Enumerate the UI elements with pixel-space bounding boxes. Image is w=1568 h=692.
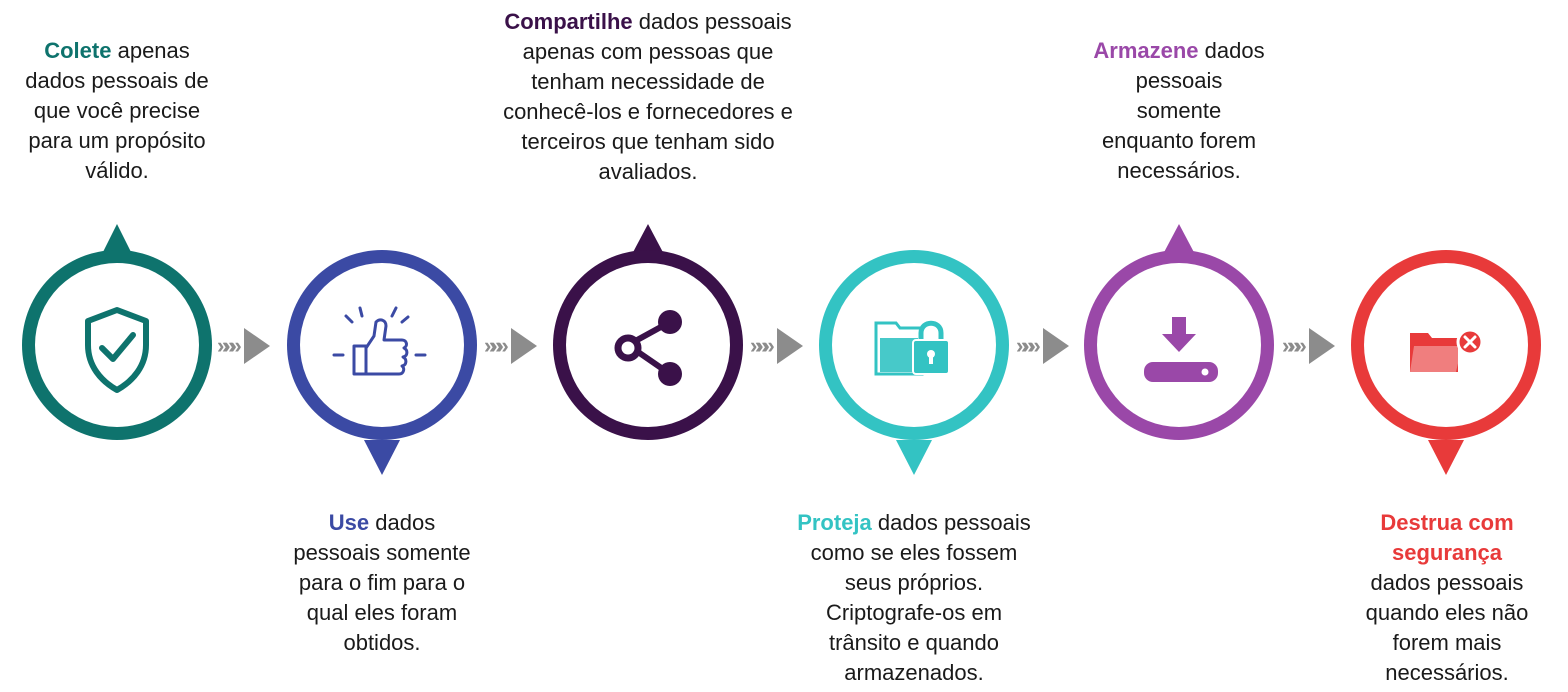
- text-line: dados: [375, 510, 436, 535]
- pointer-up: [630, 224, 666, 258]
- step-destrua-text: Destrua com segurança dados pessoais qua…: [1334, 508, 1560, 688]
- text-line: para um propósito: [28, 128, 206, 153]
- text-line: seus próprios.: [844, 570, 984, 595]
- text-line: que você precise: [33, 98, 201, 123]
- keyword: Compartilhe: [504, 9, 633, 34]
- download-drive-icon: [1144, 317, 1218, 382]
- text-line: forem mais: [1392, 630, 1502, 655]
- inner-disc: [300, 263, 464, 427]
- pointer-up: [100, 224, 134, 258]
- connector-5-6: »»»: [1282, 328, 1335, 364]
- arrow-head: [776, 328, 803, 364]
- inner-disc: [35, 263, 199, 427]
- connector-4-5: »»»: [1016, 328, 1069, 364]
- text-line: armazenados.: [844, 660, 984, 685]
- step-use-marker: [287, 250, 477, 475]
- keyword-2: segurança: [1391, 540, 1503, 565]
- text-line: somente: [1136, 98, 1222, 123]
- arrow-head: [1308, 328, 1335, 364]
- text-line: quando eles não: [1365, 600, 1529, 625]
- thumbs-up-icon: [332, 306, 427, 376]
- step-destrua-marker: [1351, 250, 1541, 475]
- text-line: dados: [1204, 38, 1265, 63]
- text-line: para o fim para o: [298, 570, 466, 595]
- text-line: válido.: [85, 158, 149, 183]
- inner-disc: [566, 263, 730, 427]
- chevrons: »»»: [1016, 333, 1041, 358]
- text-line: pessoais somente: [293, 540, 471, 565]
- text-line: apenas com pessoas que: [522, 39, 774, 64]
- text-line: dados pessoais: [638, 9, 792, 34]
- step-compartilhe-text: Compartilhe dados pessoais apenas com pe…: [438, 7, 858, 187]
- text-line: tenham necessidade de: [531, 69, 765, 94]
- text-line: dados pessoais: [1370, 570, 1524, 595]
- arrow-head: [510, 328, 537, 364]
- text-line: apenas: [117, 38, 190, 63]
- step-proteja-text: Proteja dados pessoais como se eles foss…: [744, 508, 1084, 688]
- step-colete-text: Colete apenas dados pessoais de que você…: [17, 36, 217, 186]
- text-line: conhecê-los e fornecedores e: [503, 99, 793, 124]
- chevrons: »»»: [750, 333, 775, 358]
- keyword: Colete: [44, 38, 112, 63]
- keyword: Proteja: [797, 510, 872, 535]
- text-line: enquanto forem: [1101, 128, 1257, 153]
- connector-2-3: »»»: [484, 328, 537, 364]
- text-line: trânsito e quando: [828, 630, 1000, 655]
- step-use-text: Use dados pessoais somente para o fim pa…: [262, 508, 502, 658]
- arrow-head: [243, 328, 270, 364]
- chevrons: »»»: [217, 333, 242, 358]
- step-armazene-marker: [1084, 224, 1274, 440]
- step-colete-marker: [22, 224, 212, 440]
- pointer-up: [1161, 224, 1197, 258]
- keyword: Use: [328, 510, 370, 535]
- text-line: obtidos.: [343, 630, 421, 655]
- folder-lock-icon: [874, 320, 950, 376]
- text-line: pessoais: [1135, 68, 1223, 93]
- pointer-down: [364, 440, 400, 475]
- connector-3-4: »»»: [750, 328, 803, 364]
- chevrons: »»»: [484, 333, 509, 358]
- text-line: Criptografe-os em: [825, 600, 1003, 625]
- text-line: dados pessoais de: [25, 68, 209, 93]
- arrow-head: [1042, 328, 1069, 364]
- text-line: dados pessoais: [877, 510, 1031, 535]
- shield-check-icon: [85, 307, 149, 393]
- step-compartilhe-marker: [553, 224, 743, 440]
- keyword: Destrua com: [1380, 510, 1514, 535]
- pointer-down: [1428, 440, 1464, 475]
- text-line: como se eles fossem: [810, 540, 1018, 565]
- step-armazene-text: Armazene dados pessoais somente enquanto…: [1059, 36, 1299, 186]
- text-line: terceiros que tenham sido: [521, 129, 775, 154]
- pointer-down: [896, 440, 932, 475]
- text-line: necessários.: [1385, 660, 1509, 685]
- text-line: necessários.: [1117, 158, 1241, 183]
- share-icon: [614, 310, 682, 386]
- keyword: Armazene: [1093, 38, 1199, 63]
- step-proteja-marker: [819, 250, 1009, 475]
- text-line: qual eles foram: [306, 600, 458, 625]
- chevrons: »»»: [1282, 333, 1307, 358]
- connector-1-2: »»»: [217, 328, 270, 364]
- text-line: avaliados.: [598, 159, 698, 184]
- folder-delete-icon: [1410, 328, 1484, 372]
